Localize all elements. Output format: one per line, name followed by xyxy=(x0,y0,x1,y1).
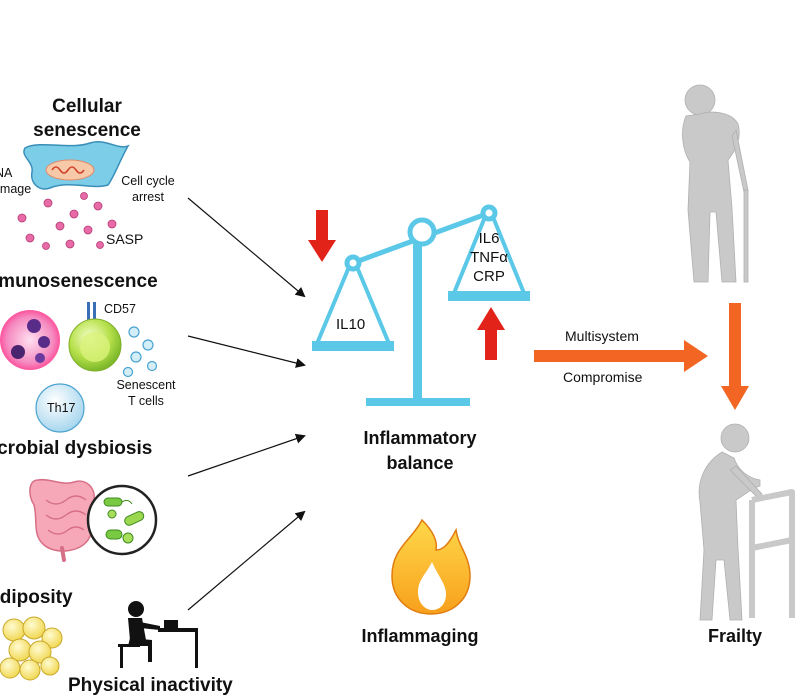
tnf-label: TNFα xyxy=(470,249,508,266)
senescent-t-cell-icon xyxy=(68,318,122,372)
senescence-title-line2: senescence xyxy=(33,120,141,141)
walker-frame xyxy=(749,489,795,618)
senescent-cell-icon xyxy=(23,141,130,190)
immunosenescence-title: Immunosenescence xyxy=(0,271,158,292)
inflammatory-balance-line2: balance xyxy=(386,453,454,473)
senescent-t-cells-line2: T cells xyxy=(128,394,164,408)
sasp-label: SASP xyxy=(106,231,144,247)
inactivity-title: Physical inactivity xyxy=(68,675,233,696)
cell-cycle-arrest-line2: arrest xyxy=(132,190,164,204)
elderly-standing-figure xyxy=(682,84,749,283)
senescence-title-line1: Cellular xyxy=(52,96,122,117)
fat-cells-icon xyxy=(0,616,63,681)
cytokine-particles xyxy=(122,326,158,378)
down-arrow-il10 xyxy=(308,210,336,262)
inflammatory-cell-icon xyxy=(0,310,60,370)
th17-cell-icon xyxy=(35,383,85,433)
frailty-label: Frailty xyxy=(707,626,763,646)
person-at-desk-icon xyxy=(118,601,198,668)
cd57-label: CD57 xyxy=(104,302,136,316)
cell-cycle-arrest-line1: Cell cycle xyxy=(121,174,175,188)
elderly-walker-figure xyxy=(698,423,763,621)
flame-icon xyxy=(391,518,471,615)
th17-label: Th17 xyxy=(47,401,76,415)
arrow-immunosenescence xyxy=(187,335,306,368)
dysbiosis-title: Microbial dysbiosis xyxy=(0,438,153,459)
gut-icon xyxy=(29,478,95,562)
multisystem-label: Multisystem xyxy=(565,328,639,344)
adiposity-title: Adiposity xyxy=(0,587,73,608)
senescent-t-cells-line1: Senescent xyxy=(116,378,176,392)
inflammatory-balance-line1: Inflammatory xyxy=(363,428,477,448)
up-arrow-il6 xyxy=(477,307,505,360)
il6-label: IL6 xyxy=(478,230,500,247)
crp-label: CRP xyxy=(473,268,505,285)
compromise-label: Compromise xyxy=(563,369,643,385)
dna-damage-label-line1: DNA xyxy=(0,166,13,180)
frailty-down-arrow xyxy=(721,303,749,410)
il10-label: IL10 xyxy=(336,316,366,333)
balance-scale xyxy=(312,204,530,406)
arrow-inactivity xyxy=(187,510,306,611)
bacteria-magnifier-icon xyxy=(86,484,158,556)
dna-damage-label-line2: damage xyxy=(0,182,32,196)
cd57-receptor-icon xyxy=(87,302,96,320)
arrow-senescence xyxy=(187,197,306,298)
multisystem-arrow xyxy=(534,340,708,372)
inflammaging-label: Inflammaging xyxy=(361,626,479,646)
arrow-dysbiosis xyxy=(187,433,306,477)
sasp-particles xyxy=(17,192,117,250)
